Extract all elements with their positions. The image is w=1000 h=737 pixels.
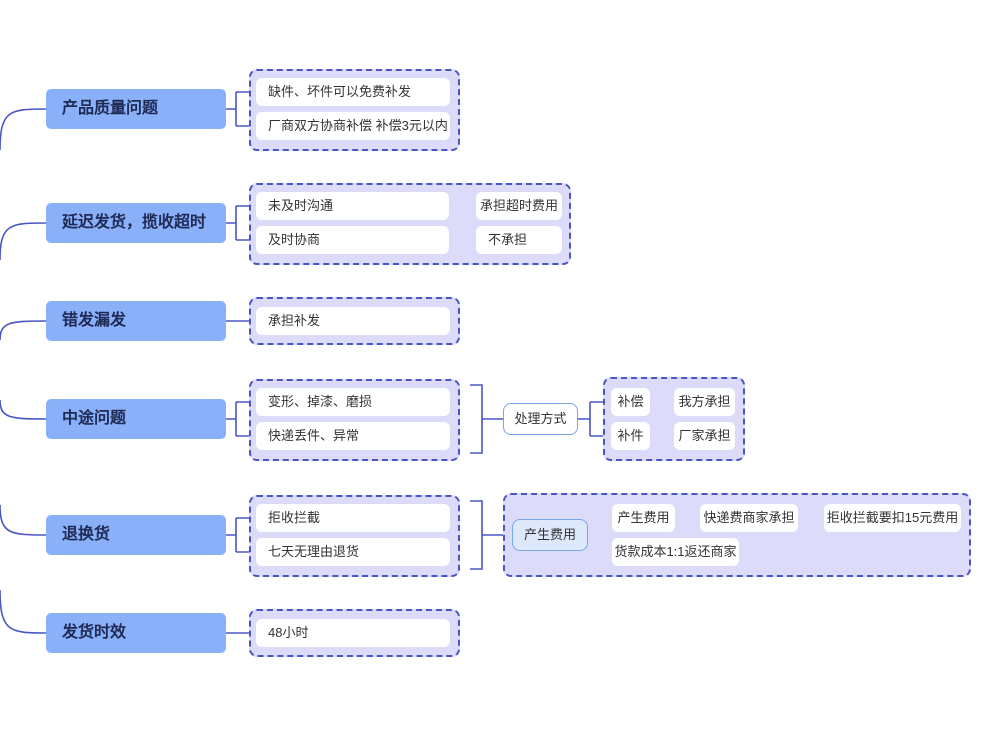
fee-final[interactable]: 拒收拦截要扣15元费用 — [824, 504, 961, 532]
option-label[interactable]: 补件 — [611, 422, 650, 450]
fee-cost[interactable]: 货款成本1:1返还商家 — [612, 538, 739, 566]
leaf-item[interactable]: 拒收拦截 — [256, 504, 450, 532]
trunk-line-6 — [0, 589, 47, 634]
fee-label[interactable]: 产生费用 — [612, 504, 675, 532]
option-result[interactable]: 我方承担 — [674, 388, 735, 416]
leaf-item[interactable]: 48小时 — [256, 619, 450, 647]
fees-method-node[interactable]: 产生费用 — [512, 519, 588, 551]
leaf-item[interactable]: 承担补发 — [256, 307, 450, 335]
topic-delayed-shipping[interactable]: 延迟发货，揽收超时 — [46, 203, 226, 243]
branch-2 — [226, 205, 252, 241]
option-label[interactable]: 补偿 — [611, 388, 650, 416]
branch-1 — [226, 91, 252, 127]
trunk-line-4 — [0, 399, 47, 420]
branch-4 — [226, 401, 252, 437]
trunk-line-3 — [0, 320, 47, 341]
bracket-4 — [470, 384, 503, 454]
handling-method-node[interactable]: 处理方式 — [503, 403, 578, 435]
option-result[interactable]: 厂家承担 — [674, 422, 735, 450]
leaf-item[interactable]: 缺件、坏件可以免费补发 — [256, 78, 450, 106]
topic-in-transit-issues[interactable]: 中途问题 — [46, 399, 226, 439]
leaf-item[interactable]: 未及时沟通 — [256, 192, 449, 220]
fee-step[interactable]: 快递费商家承担 — [700, 504, 798, 532]
leaf-item[interactable]: 快递丢件、异常 — [256, 422, 450, 450]
leaf-item[interactable]: 厂商双方协商补偿 补偿3元以内 — [256, 112, 450, 140]
leaf-item[interactable]: 及时协商 — [256, 226, 449, 254]
topic-wrong-missing-shipment[interactable]: 错发漏发 — [46, 301, 226, 341]
trunk-line-5 — [0, 504, 47, 536]
leaf-item[interactable]: 变形、掉漆、磨损 — [256, 388, 450, 416]
branch-5 — [226, 517, 252, 553]
trunk-line-1 — [0, 108, 47, 151]
method-line-4 — [578, 401, 606, 437]
result-item[interactable]: 承担超时费用 — [476, 192, 562, 220]
topic-product-quality[interactable]: 产品质量问题 — [46, 89, 226, 129]
result-item[interactable]: 不承担 — [476, 226, 562, 254]
topic-shipping-timeliness[interactable]: 发货时效 — [46, 613, 226, 653]
topic-returns-exchanges[interactable]: 退换货 — [46, 515, 226, 555]
trunk-line-2 — [0, 222, 47, 261]
leaf-item[interactable]: 七天无理由退货 — [256, 538, 450, 566]
